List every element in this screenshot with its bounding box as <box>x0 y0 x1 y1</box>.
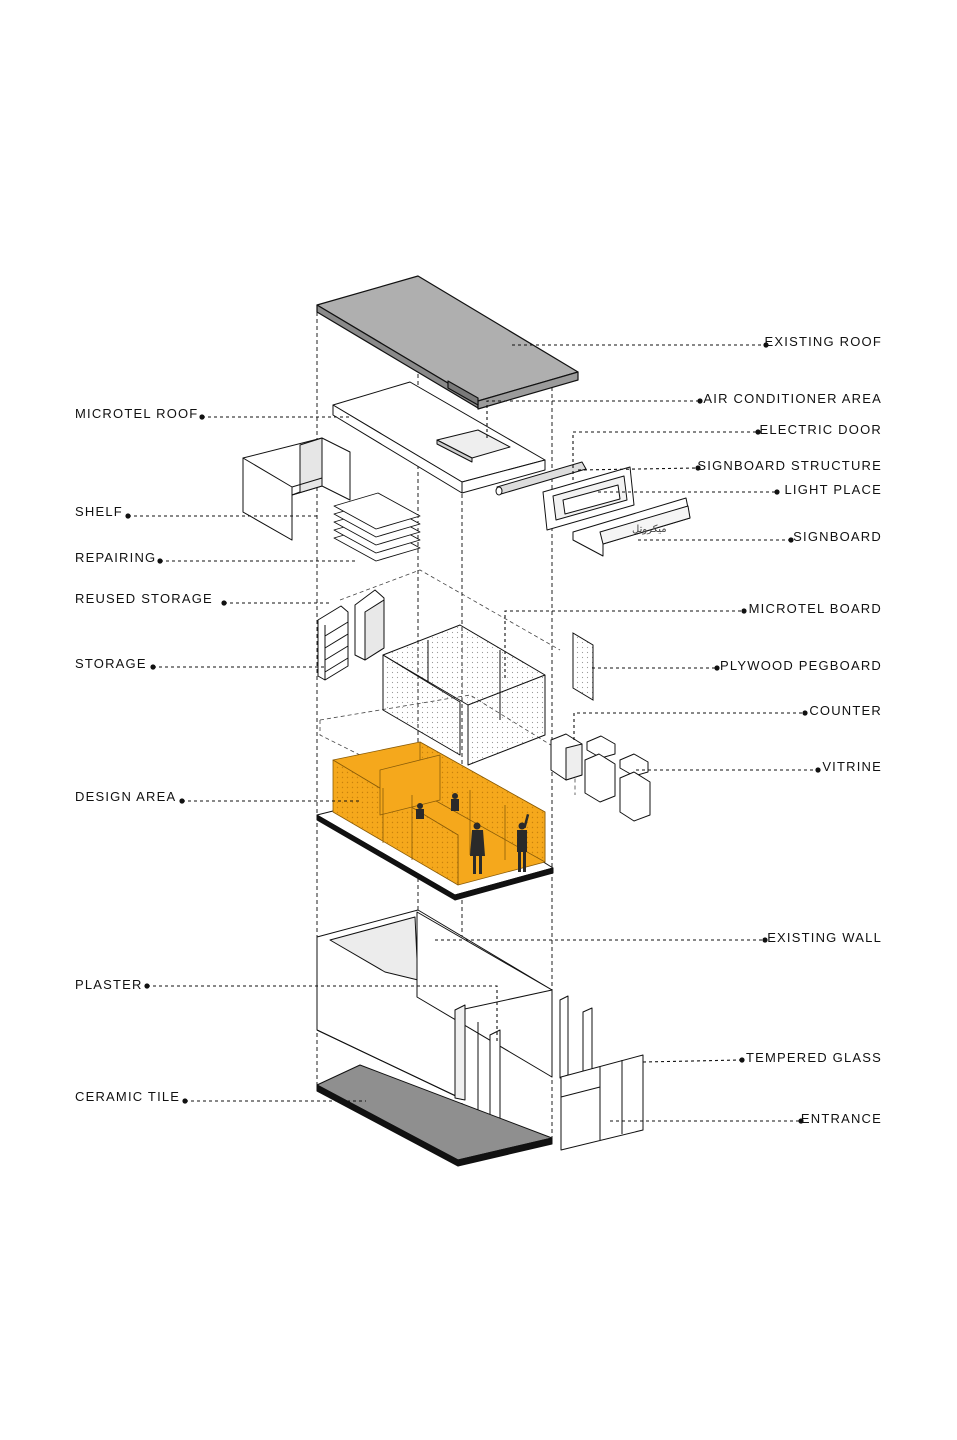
label-light-place: LIGHT PLACE <box>784 482 882 497</box>
label-air-conditioner-area: AIR CONDITIONER AREA <box>703 391 882 406</box>
existing-roof-slab <box>316 275 579 410</box>
label-signboard: SIGNBOARD <box>793 529 882 544</box>
label-ceramic-tile: CERAMIC TILE <box>75 1089 181 1104</box>
label-design-area: DESIGN AREA <box>75 789 177 804</box>
label-microtel-roof: MICROTEL ROOF <box>75 406 199 421</box>
microtel-board-walls <box>382 624 546 766</box>
repairing-stack <box>333 492 421 562</box>
shelf-unit <box>242 437 351 541</box>
label-plaster: PLASTER <box>75 977 143 992</box>
microtel-roof-panel <box>332 381 546 494</box>
label-signboard-structure: SIGNBOARD STRUCTURE <box>697 458 882 473</box>
leader-dots <box>125 342 821 1124</box>
counter-vitrine-group <box>550 733 651 822</box>
people-silhouettes <box>416 793 530 874</box>
label-storage: STORAGE <box>75 656 147 671</box>
label-repairing: REPAIRING <box>75 550 157 565</box>
storage-shelf <box>317 605 349 681</box>
design-area-walls <box>332 741 546 886</box>
label-tempered-glass: TEMPERED GLASS <box>746 1050 882 1065</box>
signboard-text: میکروتل <box>632 524 667 535</box>
label-reused-storage: REUSED STORAGE <box>75 591 213 606</box>
reused-storage-cabinet <box>354 589 385 661</box>
tempered-glass-entrance <box>559 995 644 1151</box>
label-existing-roof: EXISTING ROOF <box>764 334 882 349</box>
plywood-pegboard-panel <box>572 632 594 701</box>
label-plywood-pegboard: PLYWOOD PEGBOARD <box>720 658 882 673</box>
label-existing-wall: EXISTING WALL <box>767 930 882 945</box>
signboard-assembly: میکروتل <box>495 461 691 557</box>
existing-wall-box <box>316 909 553 1126</box>
label-entrance: ENTRANCE <box>800 1111 882 1126</box>
label-microtel-board: MICROTEL BOARD <box>748 601 882 616</box>
label-electric-door: ELECTRIC DOOR <box>759 422 882 437</box>
leader-lines <box>128 344 817 1122</box>
label-shelf: SHELF <box>75 504 123 519</box>
label-vitrine: VITRINE <box>822 759 882 774</box>
ceramic-tile-floor <box>316 1064 553 1167</box>
label-counter: COUNTER <box>809 703 882 718</box>
